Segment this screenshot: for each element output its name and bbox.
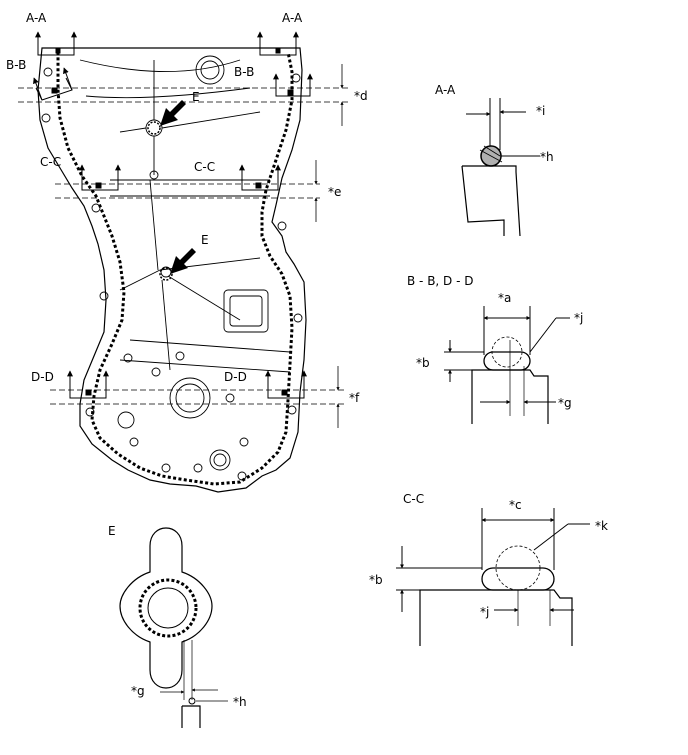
section-bbdd-dim-j: *j: [574, 311, 584, 325]
bolt-holes: [41, 67, 303, 481]
section-cc-dim-c: *c: [509, 498, 522, 512]
section-cc-drawing: [396, 508, 590, 646]
section-aa-title: A-A: [435, 83, 456, 97]
detail-e-dim-g: *g: [131, 684, 145, 698]
section-cut-markers: [33, 31, 313, 399]
main-dimension-lines: [18, 64, 350, 428]
dimension-label-f: *f: [349, 391, 360, 405]
section-aa-dim-i: *i: [536, 104, 546, 118]
bbdd-housing: [471, 369, 549, 424]
detail-e-dim-h: *h: [233, 695, 247, 709]
section-bbdd-dim-b: *b: [416, 356, 430, 370]
seal-bead-line: [56, 51, 294, 486]
detail-e-drawing: [119, 527, 228, 728]
section-aa-drawing: [461, 98, 540, 237]
detail-e-indicators: [147, 100, 196, 281]
section-label-cc-left: C-C: [40, 155, 62, 169]
dimension-label-e: *e: [328, 185, 342, 199]
section-label-aa-left: A-A: [26, 11, 47, 25]
detail-e-pointer-lower: [170, 248, 196, 274]
section-cc-dim-j: *j: [480, 605, 490, 619]
section-cc-dim-b: *b: [369, 573, 383, 587]
detail-e-pointer-upper: [160, 100, 186, 126]
section-bbdd-dim-a: *a: [498, 291, 512, 305]
section-aa-dim-h: *h: [540, 150, 554, 164]
cc-housing: [419, 589, 573, 646]
section-bbdd-drawing: [444, 306, 570, 424]
section-bbdd-dim-g: *g: [558, 396, 572, 410]
dimension-label-d: *d: [354, 89, 368, 103]
section-label-dd-left: D-D: [31, 370, 54, 384]
section-label-bb-left: B-B: [6, 58, 27, 72]
detail-label-e-lower: E: [201, 233, 209, 247]
section-bbdd-title: B - B, D - D: [407, 274, 474, 288]
section-cc-title: C-C: [403, 492, 425, 506]
detail-e-boss: [119, 527, 213, 689]
section-label-bb-right: B-B: [234, 65, 255, 79]
detail-label-e-upper: E: [192, 90, 200, 104]
section-label-aa-right: A-A: [282, 11, 303, 25]
section-label-cc-right: C-C: [194, 160, 216, 174]
section-label-dd-right: D-D: [224, 370, 247, 384]
cover-outline: [37, 47, 307, 493]
cc-seal-bead: [481, 567, 555, 591]
bbdd-seal-bead: [483, 351, 531, 371]
aa-housing: [461, 165, 521, 237]
detail-e-title: E: [108, 524, 116, 538]
section-cc-dim-k: *k: [595, 519, 608, 533]
